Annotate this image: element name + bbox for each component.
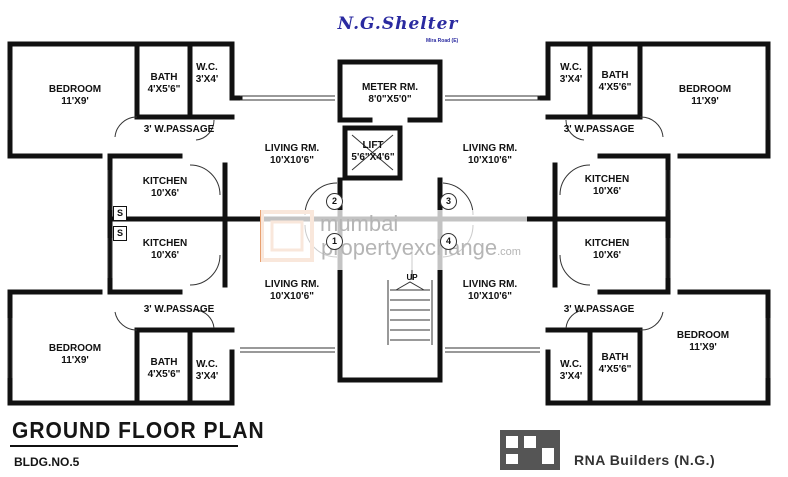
title-underline — [10, 445, 238, 447]
passage-br: 3' W.PASSAGE — [563, 304, 635, 315]
project-name: N.G.Shelter — [337, 14, 459, 34]
flat-number-2-marker: 1 — [326, 233, 343, 250]
room-living-br: LIVING RM.10'X10'6" — [462, 279, 518, 302]
flat-number-3-marker: 3 — [440, 193, 457, 210]
room-living-tr: LIVING RM.10'X10'6" — [462, 143, 518, 166]
watermark-suffix: .com — [497, 246, 521, 258]
watermark-backdrop — [261, 210, 527, 270]
watermark-line2: propertyexchange.com — [321, 235, 521, 261]
room-living-tl: LIVING RM.10'X10'6" — [264, 143, 320, 166]
room-wc-tr: W.C.3'X4' — [559, 62, 583, 85]
shaft-marker-lower: S — [113, 226, 127, 241]
plan-title: GROUND FLOOR PLAN — [12, 418, 265, 444]
shaft-marker-upper: S — [113, 206, 127, 221]
room-wc-bl: W.C.3'X4' — [195, 359, 219, 382]
room-living-bl: LIVING RM.10'X10'6" — [264, 279, 320, 302]
room-wc-br: W.C.3'X4' — [559, 359, 583, 382]
watermark-domain: propertyexchange — [321, 235, 498, 260]
room-wc-tl: W.C.3'X4' — [195, 62, 219, 85]
project-location: Mira Road (E) — [426, 38, 459, 44]
watermark-line1: mumbai — [320, 211, 399, 236]
building-number: BLDG.NO.5 — [14, 455, 80, 469]
passage-tr: 3' W.PASSAGE — [563, 124, 635, 135]
flat-number-4-marker: 4 — [440, 233, 457, 250]
flat-number-1-marker: 2 — [326, 193, 343, 210]
room-meter: METER RM.8'0"X5'0" — [361, 82, 419, 105]
builder-name: RNA Builders (N.G.) — [574, 452, 716, 468]
passage-tl: 3' W.PASSAGE — [143, 124, 215, 135]
stair-up-label: UP — [406, 273, 418, 282]
passage-bl: 3' W.PASSAGE — [143, 304, 215, 315]
